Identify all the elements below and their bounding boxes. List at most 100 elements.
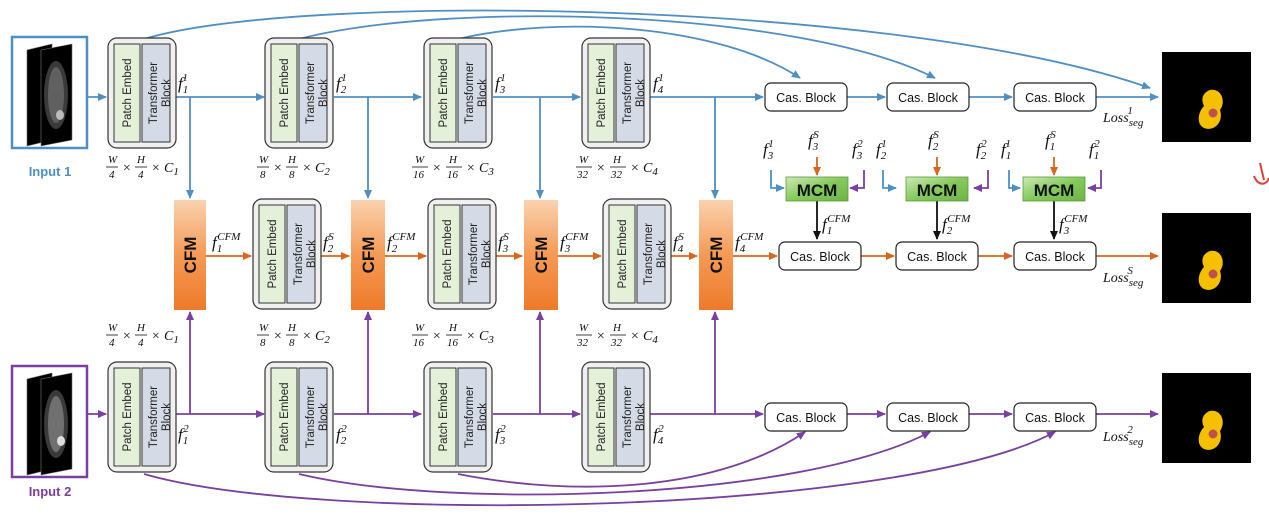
svg-text:8: 8 xyxy=(260,169,266,181)
feature-f3-cfm: f3CFM xyxy=(560,231,589,255)
svg-text:×: × xyxy=(596,329,605,344)
cas-block-label: Cas. Block xyxy=(898,411,958,425)
cas-block-bot-2: Cas. Block xyxy=(886,402,970,432)
mcm3-out: f3CFM xyxy=(1059,213,1088,237)
annotation-mark xyxy=(1253,162,1269,185)
output-map-1 xyxy=(1162,52,1251,142)
svg-text:8: 8 xyxy=(289,169,295,181)
dim-label-3-bottom: W16 × H16 × C3 xyxy=(412,322,494,349)
svg-text:W: W xyxy=(259,154,269,166)
svg-text:×: × xyxy=(432,161,441,176)
dim-label-2-top: W8 × H8 × C2 xyxy=(257,154,330,181)
svg-text:W: W xyxy=(579,322,589,334)
svg-text:×: × xyxy=(302,329,311,344)
block-label: Block xyxy=(318,79,330,107)
feature-f3-s: f3S xyxy=(498,231,509,255)
cfm-block-4: CFM xyxy=(699,200,733,310)
svg-text:×: × xyxy=(151,161,160,176)
svg-text:C2: C2 xyxy=(315,161,330,178)
svg-text:C1: C1 xyxy=(164,161,179,178)
cas-block-label: Cas. Block xyxy=(1025,250,1085,264)
svg-text:×: × xyxy=(122,329,131,344)
loss-seg-s: LosssegS xyxy=(1102,265,1144,289)
mcm3-in-a: f11 xyxy=(1001,138,1011,162)
cas-block-bot-1: Cas. Block xyxy=(764,402,848,432)
block-label: Block xyxy=(306,240,318,268)
svg-text:H: H xyxy=(287,322,297,334)
input-2-image xyxy=(10,364,89,479)
mcm-label: MCM xyxy=(797,181,838,200)
svg-text:C1: C1 xyxy=(164,329,179,346)
svg-text:W: W xyxy=(108,322,118,334)
feature-f3-2: f32 xyxy=(495,423,506,447)
dim-label-4-bottom: W32 × H32 × C4 xyxy=(576,322,658,349)
cas-block-top-2: Cas. Block xyxy=(886,82,970,112)
svg-text:4: 4 xyxy=(109,337,115,349)
output-map-2 xyxy=(1162,213,1251,303)
svg-text:C3: C3 xyxy=(479,329,494,346)
patch-embed-label: Patch Embed xyxy=(442,219,454,288)
input-1-label: Input 1 xyxy=(29,164,72,179)
cas-block-label: Cas. Block xyxy=(1025,411,1085,425)
svg-text:8: 8 xyxy=(289,337,295,349)
block-label: Block xyxy=(635,403,647,431)
mcm1-in-c: f32 xyxy=(852,138,863,162)
cas-block-top-3: Cas. Block xyxy=(1013,82,1097,112)
svg-text:×: × xyxy=(466,329,475,344)
patch-embed-label: Patch Embed xyxy=(279,58,291,127)
mcm-output-labels: f1CFM f2CFM f3CFM xyxy=(822,213,1088,237)
block-label: Block xyxy=(635,79,647,107)
svg-text:W: W xyxy=(108,154,118,166)
patch-embed-label: Patch Embed xyxy=(279,382,291,451)
svg-text:32: 32 xyxy=(576,337,589,349)
svg-text:×: × xyxy=(466,161,475,176)
feature-f4-1: f41 xyxy=(653,72,664,96)
output-maps xyxy=(1162,52,1251,463)
loss-seg-1: Lossseg1 xyxy=(1102,105,1144,129)
feature-f2-s: f2S xyxy=(323,231,334,255)
cfm-label: CFM xyxy=(707,237,726,274)
svg-text:W: W xyxy=(579,154,589,166)
feature-f2-1: f21 xyxy=(336,72,347,96)
mcm-block-3: MCM xyxy=(1022,176,1086,202)
block-label: Block xyxy=(656,240,668,268)
feature-f1-1: f11 xyxy=(178,72,188,96)
block-label: Block xyxy=(481,240,493,268)
svg-text:×: × xyxy=(596,161,605,176)
svg-text:×: × xyxy=(630,329,639,344)
svg-text:W: W xyxy=(415,154,425,166)
mcm3-in-c: f12 xyxy=(1089,138,1100,162)
feature-f1-2: f12 xyxy=(178,423,189,447)
cas-block-mid-1: Cas. Block xyxy=(778,241,862,271)
svg-text:C3: C3 xyxy=(479,161,494,178)
output-map-3 xyxy=(1162,373,1251,463)
patch-embed-label: Patch Embed xyxy=(596,58,608,127)
patch-embed-label: Patch Embed xyxy=(122,382,134,451)
cas-blocks: Cas. Block Cas. Block Cas. Block Cas. Bl… xyxy=(764,82,1097,432)
input-1-image xyxy=(10,35,89,150)
feature-f4-2: f42 xyxy=(653,423,664,447)
transformer-label: Transformer xyxy=(468,223,480,285)
transformer-label: Transformer xyxy=(305,62,317,124)
cfm-block-1: CFM xyxy=(174,200,206,310)
cfm-block-3: CFM xyxy=(524,200,558,310)
block-label: Block xyxy=(477,403,489,431)
mcm2-in-a: f21 xyxy=(876,138,887,162)
dim-label-1-bottom: W4 × H4 × C1 xyxy=(106,322,179,349)
feature-f3-1: f31 xyxy=(495,72,506,96)
transformer-label: Transformer xyxy=(148,386,160,448)
svg-text:×: × xyxy=(302,161,311,176)
middle-feature-labels: f1CFM f2S f2CFM f3S f3CFM f4S f4CFM xyxy=(212,231,764,255)
block-label: Block xyxy=(318,403,330,431)
cas-block-label: Cas. Block xyxy=(776,411,836,425)
feature-f4-cfm: f4CFM xyxy=(735,231,764,255)
svg-text:H: H xyxy=(136,322,146,334)
svg-text:×: × xyxy=(151,329,160,344)
svg-text:C2: C2 xyxy=(315,329,330,346)
mcm-blocks: MCM MCM MCM xyxy=(785,176,1086,202)
cas-block-label: Cas. Block xyxy=(907,250,967,264)
block-label: Block xyxy=(477,79,489,107)
cas-block-mid-2: Cas. Block xyxy=(895,241,979,271)
svg-text:H: H xyxy=(612,154,622,166)
cfm-label: CFM xyxy=(359,237,378,274)
